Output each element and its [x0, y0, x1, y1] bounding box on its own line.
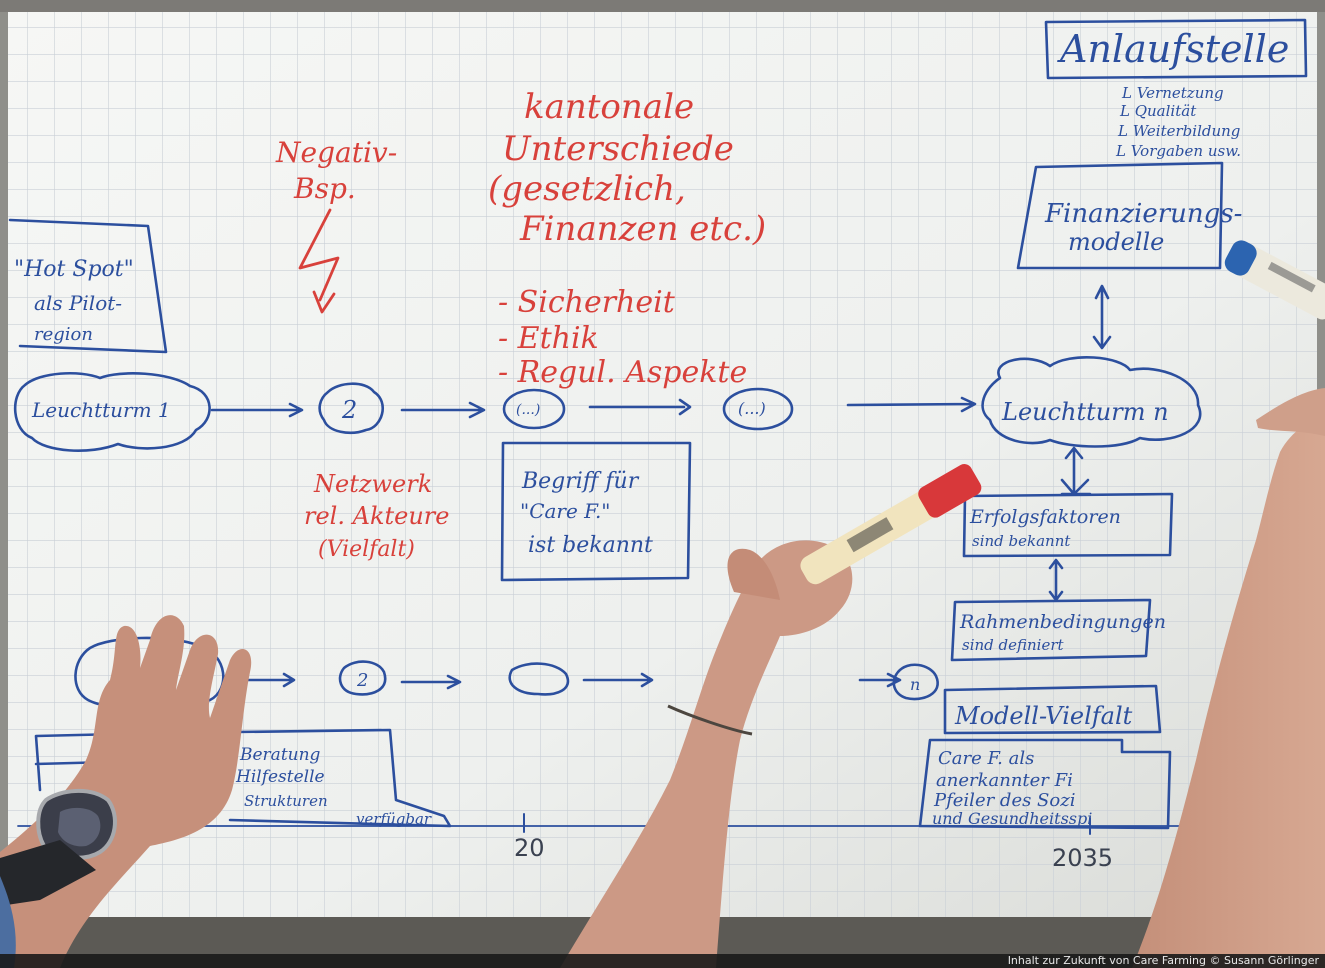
lower-box-label: Strukturen [244, 792, 328, 810]
carefarming-label: anerkannter Fi [936, 770, 1073, 791]
right-arm [1132, 388, 1325, 968]
erfolgsfaktoren-box [962, 492, 1174, 558]
finanzierung-label: Finanzierungs- [1044, 199, 1242, 229]
netzwerk-label: Netzwerk [313, 470, 432, 498]
step-n-label: Leuchtturm n [1001, 398, 1169, 426]
center-hand-with-marker [560, 464, 982, 968]
lower-step-2-circle [338, 660, 387, 696]
lower-arrow-n [858, 672, 902, 688]
dots-circle-a [502, 388, 566, 430]
image-credit: Inhalt zur Zukunft von Care Farming © Su… [1007, 954, 1319, 967]
lower-arrow-3 [582, 672, 654, 688]
rahmen-label: Rahmenbedingungen [959, 611, 1166, 633]
arrow-1-2 [210, 402, 304, 418]
lower-step-2-label: 2 [356, 670, 368, 691]
negativ-label: Bsp. [293, 172, 356, 205]
anlauf-item: L Qualität [1119, 102, 1197, 120]
leuchtturm-n-cloud [981, 356, 1202, 448]
begriff-box [500, 441, 692, 582]
arrow-dots-dots [588, 398, 692, 416]
lower-box-label: verfügbar [356, 810, 432, 828]
netzwerk-label: rel. Akteure [304, 502, 449, 530]
lightning-icon [298, 208, 340, 314]
anlauf-item: L Vorgaben usw. [1115, 142, 1241, 160]
hotspot-label: "Hot Spot" [14, 257, 134, 282]
lower-n-label: n [910, 675, 920, 694]
carefarming-label: und Gesundheitsspi [932, 809, 1092, 828]
leuchtturm-1-cloud [13, 371, 211, 452]
arrow-2-dots [400, 401, 486, 419]
bullet-item: - Ethik [498, 321, 599, 356]
hotspot-label: region [34, 324, 93, 345]
lower-n-cloud [892, 663, 939, 701]
erfolgsfaktoren-label: sind bekannt [972, 532, 1071, 550]
rahmen-label: sind definiert [962, 636, 1065, 654]
dots-label-b: (...) [738, 399, 766, 418]
step-2-circle [318, 382, 385, 434]
hotspot-label: als Pilot- [34, 291, 122, 315]
top-edge [0, 0, 1325, 12]
erfolgsfaktoren-label: Erfolgsfaktoren [969, 506, 1121, 528]
lower-box [228, 728, 452, 828]
image-credit-bar: Inhalt zur Zukunft von Care Farming © Su… [0, 954, 1325, 968]
lower-box-label: Hilfestelle [235, 767, 325, 787]
negativ-label: Negativ- [275, 136, 397, 169]
hotspot-box [8, 218, 168, 354]
begriff-label: ist bekannt [528, 533, 653, 558]
begriff-label: Begriff für [521, 469, 640, 494]
bullet-item: - Regul. Aspekte [498, 355, 747, 390]
blue-pen [1224, 240, 1325, 320]
anlaufstelle-box [1044, 18, 1308, 80]
arrow-leuchtturm-erfolg [1060, 446, 1092, 496]
lower-dots-cloud [508, 662, 570, 696]
left-hand [0, 615, 252, 968]
year-mid-label: 20 [514, 834, 545, 862]
finanzierung-label: modelle [1068, 228, 1164, 256]
netzwerk-label: (Vielfalt) [318, 537, 415, 562]
lower-arrow-2 [400, 674, 462, 690]
year-end-label: 2035 [1052, 844, 1113, 872]
rahmen-box [950, 598, 1152, 662]
modell-label: Modell-Vielfalt [954, 702, 1133, 730]
dots-label-a: (...) [516, 402, 540, 418]
dots-circle-b [722, 387, 794, 431]
anlaufstelle-label: Anlaufstelle [1057, 27, 1289, 71]
kantonale-label: (gesetzlich, [488, 169, 686, 209]
modell-box [943, 684, 1162, 735]
step-2-label: 2 [341, 396, 357, 424]
carefarming-label: Care F. als [938, 748, 1034, 769]
arrow-finanzierung [1092, 284, 1112, 350]
begriff-label: "Care F." [520, 499, 611, 523]
kantonale-label: Unterschiede [502, 129, 734, 169]
kantonale-label: kantonale [524, 87, 694, 127]
lower-box-label: Beratung [239, 745, 321, 765]
anlauf-item: L Vernetzung [1121, 84, 1224, 102]
year-ticks [523, 813, 1091, 835]
anlauf-item: L Weiterbildung [1117, 122, 1240, 140]
step-1-label: Leuchtturm 1 [31, 398, 171, 422]
carefarming-label: Pfeiler des Sozi [933, 790, 1075, 811]
arrow-dots-n [846, 396, 977, 413]
bullet-item: - Sicherheit [498, 285, 676, 320]
kantonale-label: Finanzen etc.) [519, 209, 766, 249]
finanzierung-box [1016, 161, 1224, 270]
